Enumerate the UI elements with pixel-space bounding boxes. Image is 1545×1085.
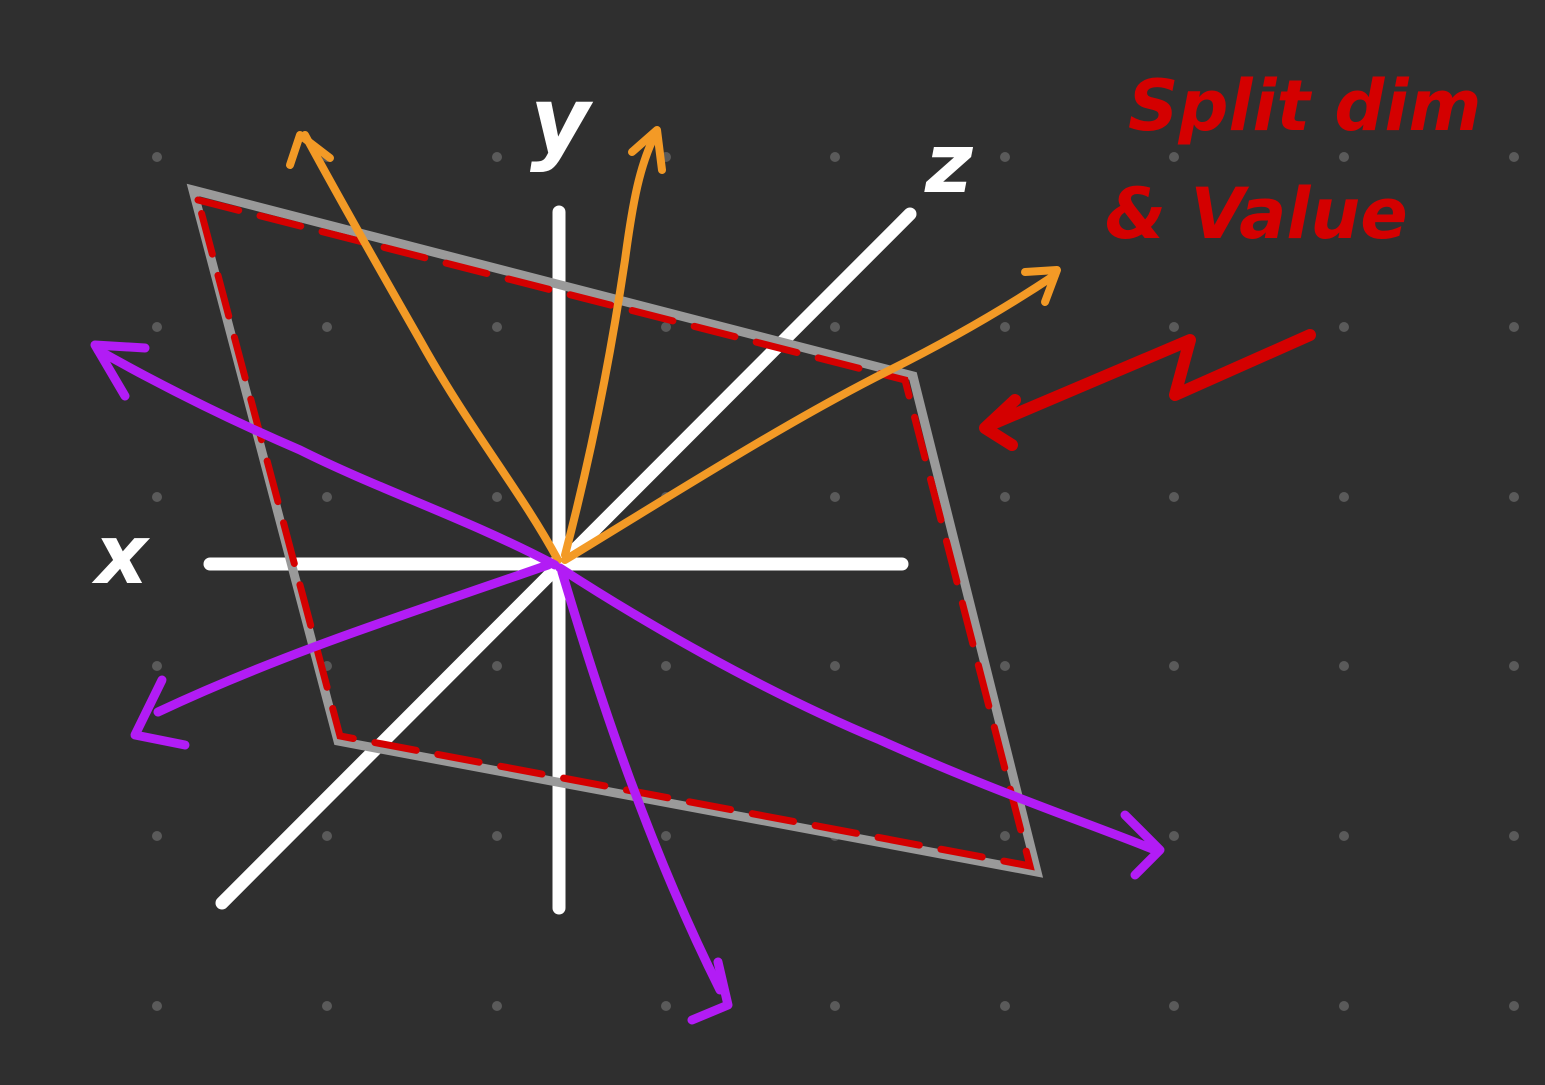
grid-dot: [322, 322, 332, 332]
grid-dot: [830, 152, 840, 162]
annotation-line-2: & Value: [1105, 173, 1408, 255]
grid-dot: [1169, 831, 1179, 841]
plane-dashed-overlay: [193, 195, 1035, 871]
purple-vector-4: [557, 567, 725, 995]
grid-dot: [322, 492, 332, 502]
grid-dot: [1339, 152, 1349, 162]
grid-dots: [152, 152, 1519, 1011]
grid-dot: [1509, 831, 1519, 841]
grid-dot: [1339, 492, 1349, 502]
purple-vectors: [90, 340, 1165, 1025]
grid-dot: [1169, 661, 1179, 671]
grid-dot: [492, 492, 502, 502]
grid-dot: [1509, 492, 1519, 502]
grid-dot: [661, 661, 671, 671]
grid-dot: [1509, 661, 1519, 671]
grid-dot: [152, 152, 162, 162]
grid-dot: [661, 322, 671, 332]
grid-dot: [661, 831, 671, 841]
grid-dot: [322, 1001, 332, 1011]
grid-dot: [1000, 492, 1010, 502]
orange-vectors: [286, 126, 1061, 564]
grid-dot: [830, 322, 840, 332]
grid-dot: [1339, 1001, 1349, 1011]
grid-dot: [1169, 492, 1179, 502]
grid-dot: [1000, 831, 1010, 841]
purple-vector-3: [555, 563, 1160, 855]
grid-dot: [152, 831, 162, 841]
orange-arrowhead-2: [628, 126, 666, 174]
grid-dot: [1169, 152, 1179, 162]
orange-vector-3: [561, 271, 1059, 564]
grid-dot: [152, 661, 162, 671]
grid-dot: [830, 661, 840, 671]
purple-arrowhead-3: [1120, 810, 1165, 880]
grid-dot: [322, 831, 332, 841]
grid-dot: [152, 1001, 162, 1011]
grid-dot: [830, 492, 840, 502]
grid-dot: [1000, 322, 1010, 332]
grid-dot: [1169, 322, 1179, 332]
split-annotation: Split dim & Value: [979, 65, 1481, 451]
grid-dot: [492, 152, 502, 162]
orange-arrowhead-3: [1021, 266, 1061, 306]
z-axis-label: z: [924, 117, 974, 212]
orange-arrowhead-1: [286, 131, 334, 169]
x-axis-label: x: [91, 508, 151, 603]
purple-vector-2: [153, 560, 553, 717]
grid-dot: [830, 1001, 840, 1011]
purple-vector-1: [93, 345, 560, 570]
grid-dot: [1339, 661, 1349, 671]
purple-arrowhead-2: [130, 675, 190, 750]
grid-dot: [1169, 1001, 1179, 1011]
orange-vector-2: [561, 131, 659, 559]
annotation-arrow: [979, 329, 1316, 451]
grid-dot: [492, 661, 502, 671]
splitting-plane: [186, 183, 1044, 878]
grid-dot: [1000, 1001, 1010, 1011]
orange-vector-1: [301, 131, 562, 564]
grid-dot: [1000, 152, 1010, 162]
purple-arrowhead-4: [687, 957, 733, 1025]
grid-dot: [1000, 661, 1010, 671]
grid-dot: [1509, 1001, 1519, 1011]
grid-dot: [492, 322, 502, 332]
grid-dot: [1339, 831, 1349, 841]
grid-dot: [1509, 152, 1519, 162]
grid-dot: [152, 492, 162, 502]
grid-dot: [661, 1001, 671, 1011]
grid-dot: [1509, 322, 1519, 332]
grid-dot: [492, 1001, 502, 1011]
annotation-line-1: Split dim: [1128, 65, 1481, 147]
grid-dot: [152, 322, 162, 332]
purple-arrowhead-1: [90, 340, 150, 401]
y-axis-label: y: [530, 67, 594, 174]
grid-dot: [492, 831, 502, 841]
grid-dot: [1339, 322, 1349, 332]
